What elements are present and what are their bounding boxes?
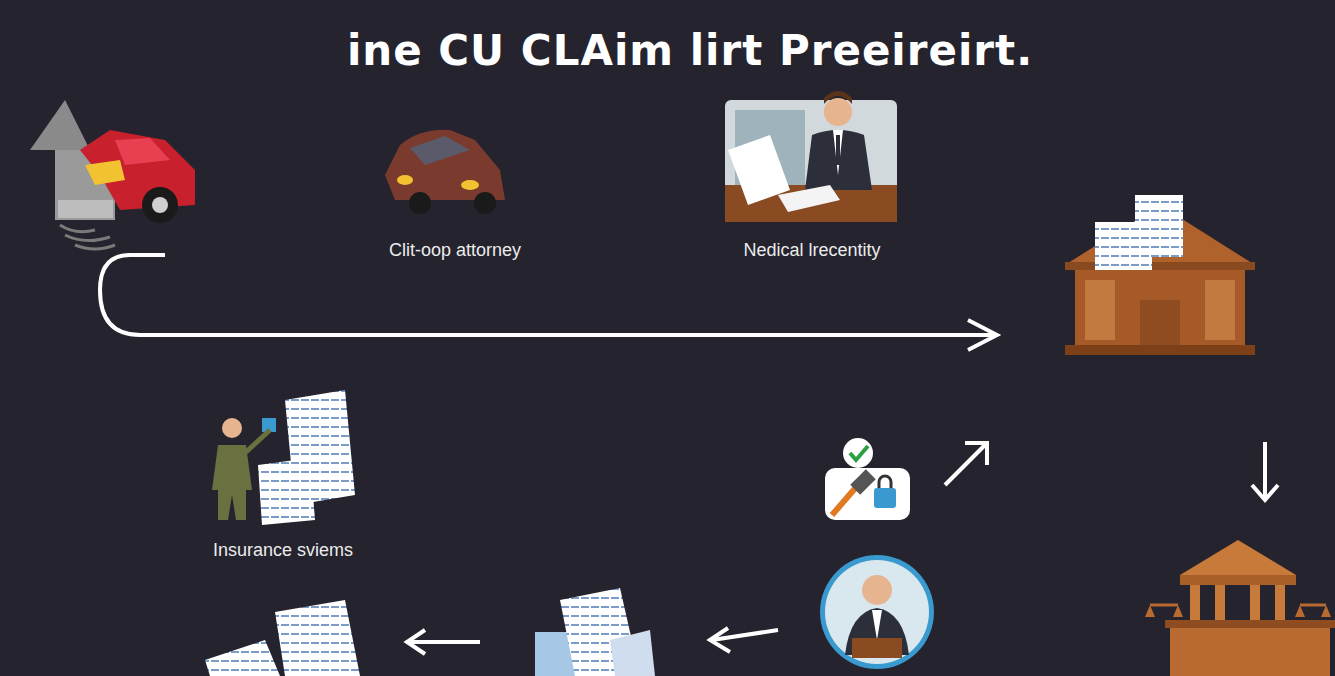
diagram-title: ine CU CLAim lirt Preeireirt. [347, 26, 1033, 75]
attorney-picture [725, 91, 897, 222]
insurance-agent [212, 390, 355, 525]
flow-arrow [100, 255, 995, 335]
icon-caption: Clit-oop attorney [389, 240, 521, 261]
car-icon [385, 130, 505, 214]
documents [205, 600, 360, 676]
documents [535, 588, 655, 676]
icon-caption: Nedical lrecentity [743, 240, 880, 261]
records-building [1065, 195, 1255, 355]
car-crash [30, 100, 195, 249]
judge-portrait [820, 555, 934, 669]
icon-caption: Insurance sviems [213, 540, 353, 561]
courthouse [1145, 540, 1335, 676]
approval-icon [825, 438, 910, 520]
